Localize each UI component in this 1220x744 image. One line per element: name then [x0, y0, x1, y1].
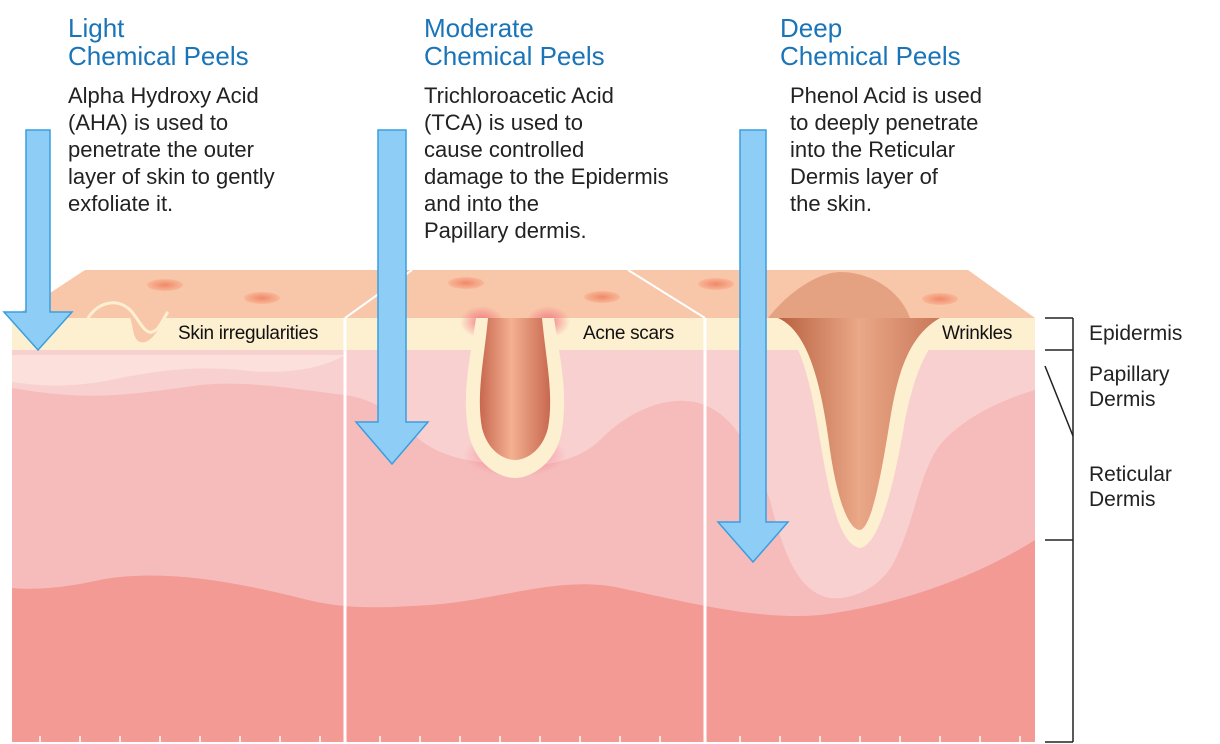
- desc-line: exfoliate it.: [68, 190, 275, 217]
- light-peel-title-line1: Light: [68, 14, 249, 42]
- moderate-peel-title: Moderate Chemical Peels: [424, 14, 605, 70]
- desc-line: and into the: [424, 190, 669, 217]
- desc-line: Phenol Acid is used: [790, 82, 982, 109]
- desc-line: to deeply penetrate: [790, 109, 982, 136]
- desc-line: (AHA) is used to: [68, 109, 275, 136]
- acne-scars-label: Acne scars: [583, 323, 674, 345]
- desc-line: into the Reticular: [790, 136, 982, 163]
- light-peel-description: Alpha Hydroxy Acid (AHA) is used to pene…: [68, 82, 275, 217]
- layer-brackets: [1045, 318, 1073, 742]
- desc-line: Trichloroacetic Acid: [424, 82, 669, 109]
- epidermis-label: Epidermis: [1089, 321, 1182, 346]
- pore: [244, 292, 280, 304]
- light-peel-title: Light Chemical Peels: [68, 14, 249, 70]
- pore: [147, 279, 183, 291]
- pore: [922, 293, 958, 305]
- reticular-line1: Reticular: [1089, 462, 1172, 487]
- deep-peel-title-line1: Deep: [780, 14, 961, 42]
- desc-line: layer of skin to gently: [68, 163, 275, 190]
- desc-line: Dermis layer of: [790, 163, 982, 190]
- papillary-dermis-label: Papillary Dermis: [1089, 362, 1170, 412]
- desc-line: Alpha Hydroxy Acid: [68, 82, 275, 109]
- desc-line: the skin.: [790, 190, 982, 217]
- desc-line: Papillary dermis.: [424, 217, 669, 244]
- skin-irregularities-label: Skin irregularities: [178, 323, 318, 345]
- acne-scar: [480, 318, 550, 460]
- moderate-peel-title-line2: Chemical Peels: [424, 42, 605, 70]
- wrinkles-label: Wrinkles: [942, 323, 1012, 345]
- reticular-line2: Dermis: [1089, 487, 1172, 512]
- light-peel-arrow: [4, 130, 72, 350]
- papillary-line2: Dermis: [1089, 387, 1170, 412]
- desc-line: (TCA) is used to: [424, 109, 669, 136]
- deep-peel-description: Phenol Acid is used to deeply penetrate …: [790, 82, 982, 217]
- pore: [448, 277, 484, 289]
- deep-peel-title-line2: Chemical Peels: [780, 42, 961, 70]
- moderate-peel-title-line1: Moderate: [424, 14, 605, 42]
- desc-line: cause controlled: [424, 136, 669, 163]
- reticular-dermis-label: Reticular Dermis: [1089, 462, 1172, 512]
- papillary-line1: Papillary: [1089, 362, 1170, 387]
- pore: [584, 291, 620, 303]
- moderate-peel-description: Trichloroacetic Acid (TCA) is used to ca…: [424, 82, 669, 244]
- deep-peel-title: Deep Chemical Peels: [780, 14, 961, 70]
- desc-line: damage to the Epidermis: [424, 163, 669, 190]
- desc-line: penetrate the outer: [68, 136, 275, 163]
- pore: [698, 278, 734, 290]
- light-peel-title-line2: Chemical Peels: [68, 42, 249, 70]
